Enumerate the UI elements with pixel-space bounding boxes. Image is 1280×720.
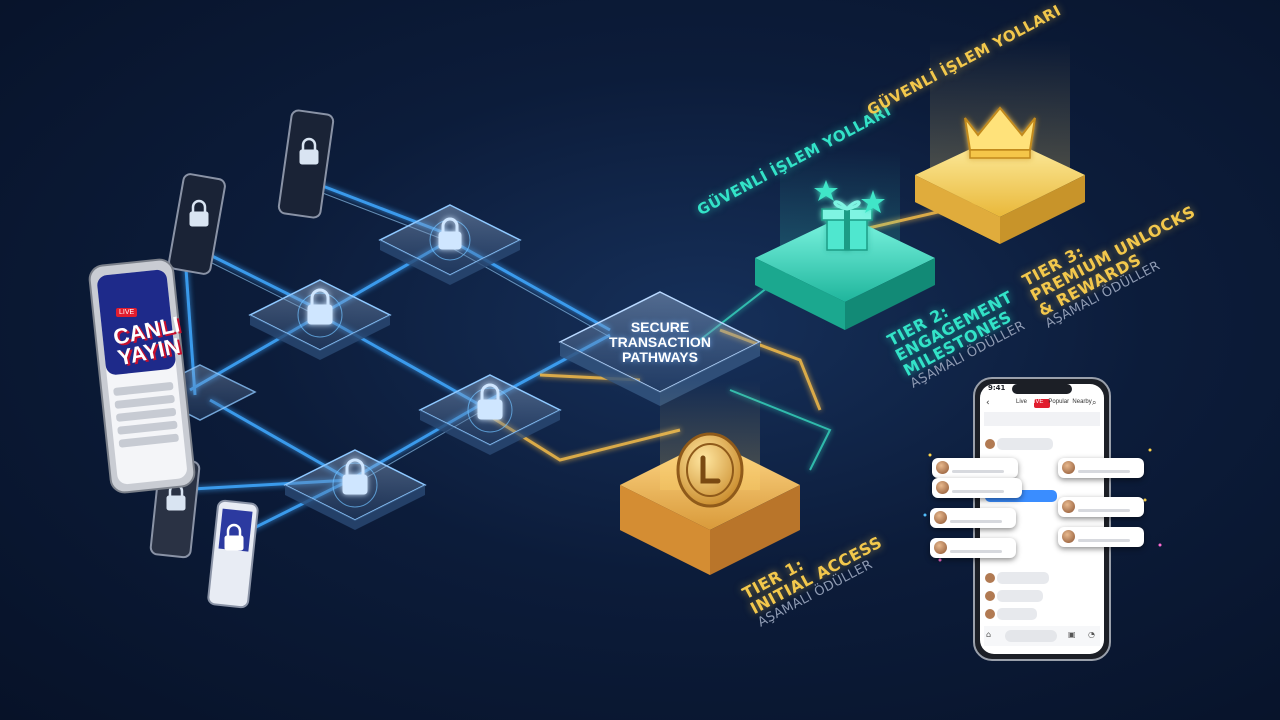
chat-card — [1058, 527, 1144, 547]
chat-card — [1058, 458, 1144, 478]
small-phone-2 — [168, 173, 226, 275]
phone-tab-live-active[interactable]: LIVE — [1030, 399, 1044, 405]
chat-card — [932, 478, 1022, 498]
message-line — [952, 490, 1004, 493]
chat-card — [930, 508, 1016, 528]
chat-card — [1058, 497, 1144, 517]
bell-icon[interactable]: ◔ — [1088, 630, 1095, 639]
phone-tab-popular[interactable]: Popular — [1048, 399, 1070, 405]
message-line — [950, 550, 1002, 553]
back-icon[interactable]: ‹ — [986, 398, 990, 408]
message-line — [1078, 470, 1130, 473]
avatar — [936, 481, 949, 494]
star-icon — [814, 180, 885, 213]
search-icon[interactable]: ⌕ — [1092, 398, 1097, 407]
message-line — [952, 470, 1004, 473]
small-phone-1 — [277, 109, 335, 219]
phone-tab-bar: Live LIVE Popular Nearby — [1016, 399, 1092, 405]
live-badge: LIVE — [116, 308, 138, 317]
phone-time: 9:41 — [988, 384, 1006, 392]
confetti — [923, 448, 1162, 562]
message-line — [1078, 539, 1130, 542]
message-line — [950, 520, 1002, 523]
small-phone-4 — [207, 499, 259, 609]
message-line — [1078, 509, 1130, 512]
tier3-platform — [915, 40, 1085, 244]
avatar — [936, 461, 949, 474]
lock-icon — [307, 217, 503, 495]
gift-icon — [821, 200, 873, 251]
phone-tab-nearby[interactable]: Nearby — [1072, 399, 1092, 405]
main-left-phone — [88, 258, 196, 494]
avatar — [934, 541, 947, 554]
phone-tab-live[interactable]: Live — [1016, 399, 1028, 405]
center-title-line2: TRANSACTION — [609, 334, 711, 350]
avatar — [1062, 500, 1075, 513]
gift-small-icon[interactable]: ▣ — [1068, 630, 1076, 639]
chat-card — [932, 458, 1018, 478]
center-title-line1: SECURE — [630, 319, 690, 335]
chat-card — [930, 538, 1016, 558]
crown-icon — [964, 106, 1036, 159]
center-title-line3: PATHWAYS — [622, 349, 698, 365]
coin-icon — [676, 432, 744, 508]
avatar — [934, 511, 947, 524]
center-title: SECURE TRANSACTION PATHWAYS — [585, 320, 735, 365]
avatar — [1062, 461, 1075, 474]
avatar — [1062, 530, 1075, 543]
right-chat-phone — [973, 377, 1111, 661]
home-icon[interactable]: ⌂ — [986, 630, 992, 639]
